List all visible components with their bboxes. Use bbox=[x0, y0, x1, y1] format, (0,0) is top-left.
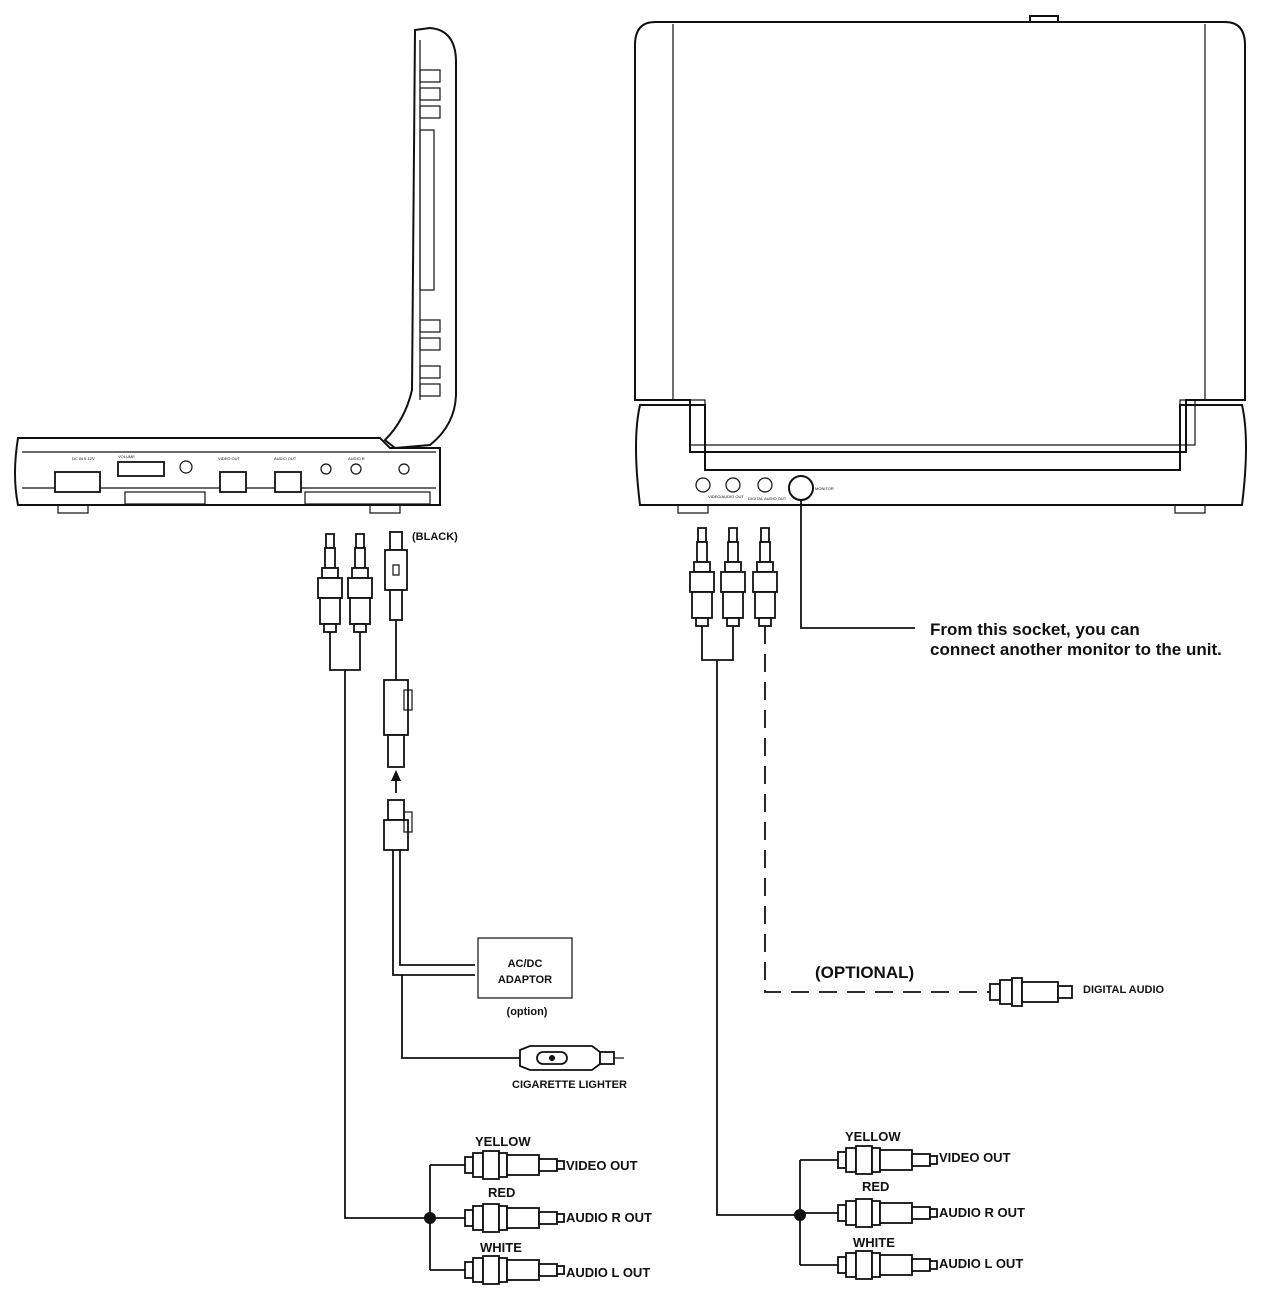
digital-audio-label: DIGITAL AUDIO bbox=[1083, 984, 1165, 996]
acdc-label-line1: AC/DC bbox=[508, 958, 543, 970]
left-av-cable-join bbox=[329, 632, 361, 671]
left-color-label-1: RED bbox=[488, 1185, 515, 1200]
right-output-label-2: AUDIO L OUT bbox=[939, 1256, 1023, 1271]
left-output-label-2: AUDIO L OUT bbox=[566, 1265, 650, 1280]
svg-text:VOLUME: VOLUME bbox=[118, 454, 135, 459]
right-color-label-1: RED bbox=[862, 1179, 889, 1194]
left-color-label-2: WHITE bbox=[480, 1240, 522, 1255]
connect-arrow-icon bbox=[391, 770, 401, 781]
left-output-label-0: VIDEO OUT bbox=[566, 1158, 638, 1173]
svg-text:DC IN 9-12V: DC IN 9-12V bbox=[72, 456, 95, 461]
lid-vents bbox=[419, 69, 441, 397]
left-rca-branch bbox=[424, 1150, 565, 1285]
left-output-label-1: AUDIO R OUT bbox=[566, 1210, 652, 1225]
svg-text:AUDIO R: AUDIO R bbox=[348, 456, 365, 461]
dvd-player-side-view: DC IN 9-12V VOLUME VIDEO OUT AUDIO OUT A… bbox=[14, 26, 457, 514]
ac-dc-adaptor-box bbox=[477, 937, 573, 999]
right-color-label-2: WHITE bbox=[853, 1235, 895, 1250]
svg-text:VIDEO/AUDIO OUT: VIDEO/AUDIO OUT bbox=[708, 494, 744, 499]
svg-text:MONITOR: MONITOR bbox=[815, 486, 834, 491]
right-output-label-0: VIDEO OUT bbox=[939, 1150, 1011, 1165]
dvd-player-back-view: VIDEO/AUDIO OUT DIGITAL AUDIO OUT MONITO… bbox=[634, 15, 1247, 514]
right-rca-branch bbox=[794, 1145, 938, 1280]
right-av-cable bbox=[716, 660, 800, 1216]
right-output-label-1: AUDIO R OUT bbox=[939, 1205, 1025, 1220]
cigarette-lighter-label: CIGARETTE LIGHTER bbox=[512, 1079, 627, 1091]
socket-note-line1: From this socket, you can bbox=[930, 620, 1140, 639]
acdc-label-line2: ADAPTOR bbox=[498, 974, 552, 986]
right-color-label-0: YELLOW bbox=[845, 1129, 901, 1144]
base-vents bbox=[124, 491, 431, 505]
svg-text:VIDEO OUT: VIDEO OUT bbox=[218, 456, 241, 461]
power-connector-socket bbox=[383, 679, 413, 768]
power-connector-plug bbox=[383, 799, 413, 851]
socket-note-line2: connect another monitor to the unit. bbox=[930, 640, 1222, 659]
left-av-cable bbox=[344, 670, 430, 1219]
digital-audio-plug bbox=[989, 977, 1073, 1007]
cigarette-lighter-plug bbox=[519, 1045, 624, 1071]
black-label: (BLACK) bbox=[412, 531, 458, 543]
monitor-socket-leader bbox=[800, 500, 915, 629]
optional-digital-cable bbox=[764, 626, 990, 993]
left-color-label-0: YELLOW bbox=[475, 1134, 531, 1149]
svg-text:AUDIO OUT: AUDIO OUT bbox=[274, 456, 297, 461]
monitor-socket-icon bbox=[788, 475, 814, 501]
svg-text:DIGITAL AUDIO OUT: DIGITAL AUDIO OUT bbox=[748, 496, 787, 501]
right-av-cable-join bbox=[701, 626, 734, 661]
option-label: (option) bbox=[507, 1006, 548, 1018]
black-power-plug bbox=[384, 531, 408, 621]
optional-label: (OPTIONAL) bbox=[815, 963, 914, 982]
